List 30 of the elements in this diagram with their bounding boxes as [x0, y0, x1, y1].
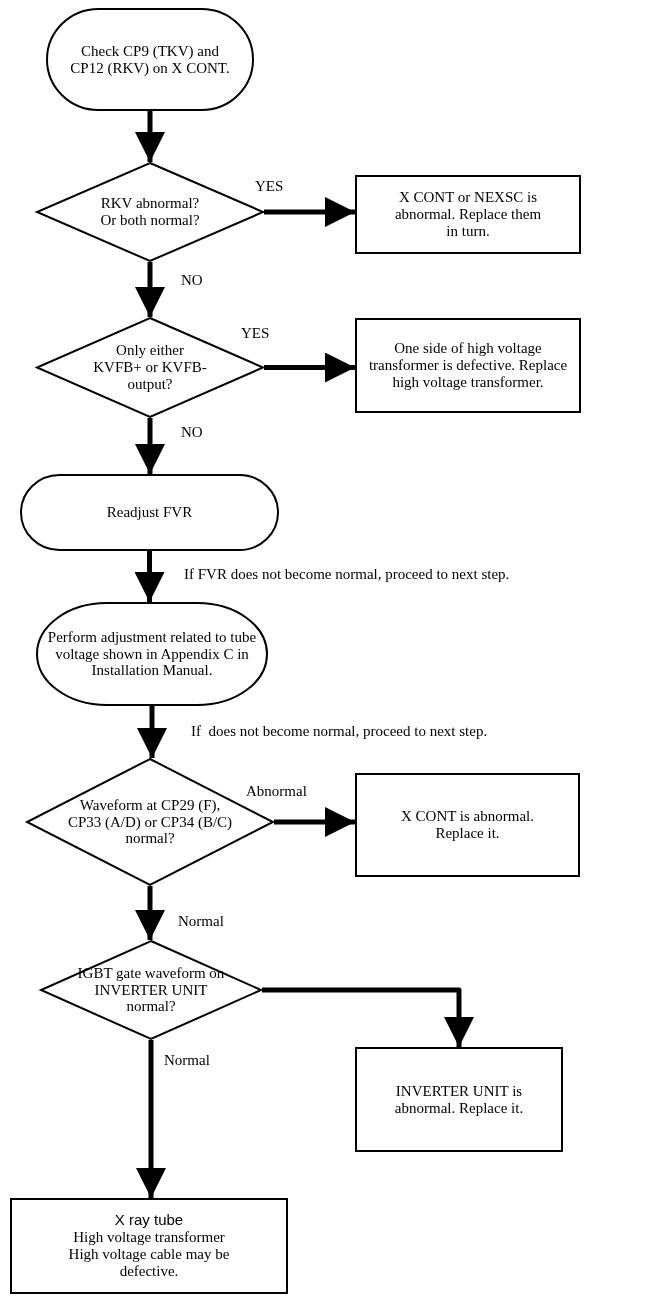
arrow: [135, 418, 165, 474]
process-box: [10, 1198, 288, 1294]
arrow: [262, 987, 474, 1047]
node-text: X ray tube: [114, 1212, 184, 1230]
node-text: Readjust FVR: [106, 504, 193, 521]
arrow: [264, 197, 355, 227]
node-text: RKV abnormal? Or both normal?: [99, 195, 201, 229]
node-text: Waveform at CP29 (F), CP33 (A/D) or CP34 (B/C) normal?: [66, 796, 234, 848]
node-text: One side of high voltage transformer is defective. Replace high voltage transformer.: [367, 340, 569, 391]
arrow: [134, 551, 165, 602]
arrow: [135, 111, 165, 162]
node-text: Check CP9 (TKV) and CP12 (RKV) on X CONT.: [69, 42, 231, 77]
node-text: X CONT or NEXSC is abnormal. Replace them in turn.: [393, 189, 543, 240]
arrow: [137, 706, 167, 758]
edge-label: If FVR does not become normal, proceed to next step.: [183, 566, 511, 583]
node-text: Only either KVFB+ or KVFB- output?: [92, 342, 208, 393]
node-text: X CONT is abnormal. Replace it.: [399, 808, 535, 842]
node-text: INVERTER UNIT is abnormal. Replace it.: [393, 1082, 525, 1117]
process-box: [355, 773, 580, 877]
process-box: [355, 1047, 563, 1152]
arrow: [135, 886, 165, 940]
arrow: [136, 1040, 166, 1198]
process-box: [355, 175, 581, 254]
process-box: [355, 318, 581, 413]
arrow: [264, 352, 355, 383]
arrow: [135, 262, 165, 317]
edge-label: If does not become normal, proceed to next step.: [190, 723, 489, 740]
node-text: Perform adjustment related to tube voltage shown in Appendix C in Installation Manual.: [47, 628, 257, 680]
node-text: High voltage transformer High voltage cable may be defective.: [67, 1229, 231, 1280]
arrow: [274, 807, 355, 837]
